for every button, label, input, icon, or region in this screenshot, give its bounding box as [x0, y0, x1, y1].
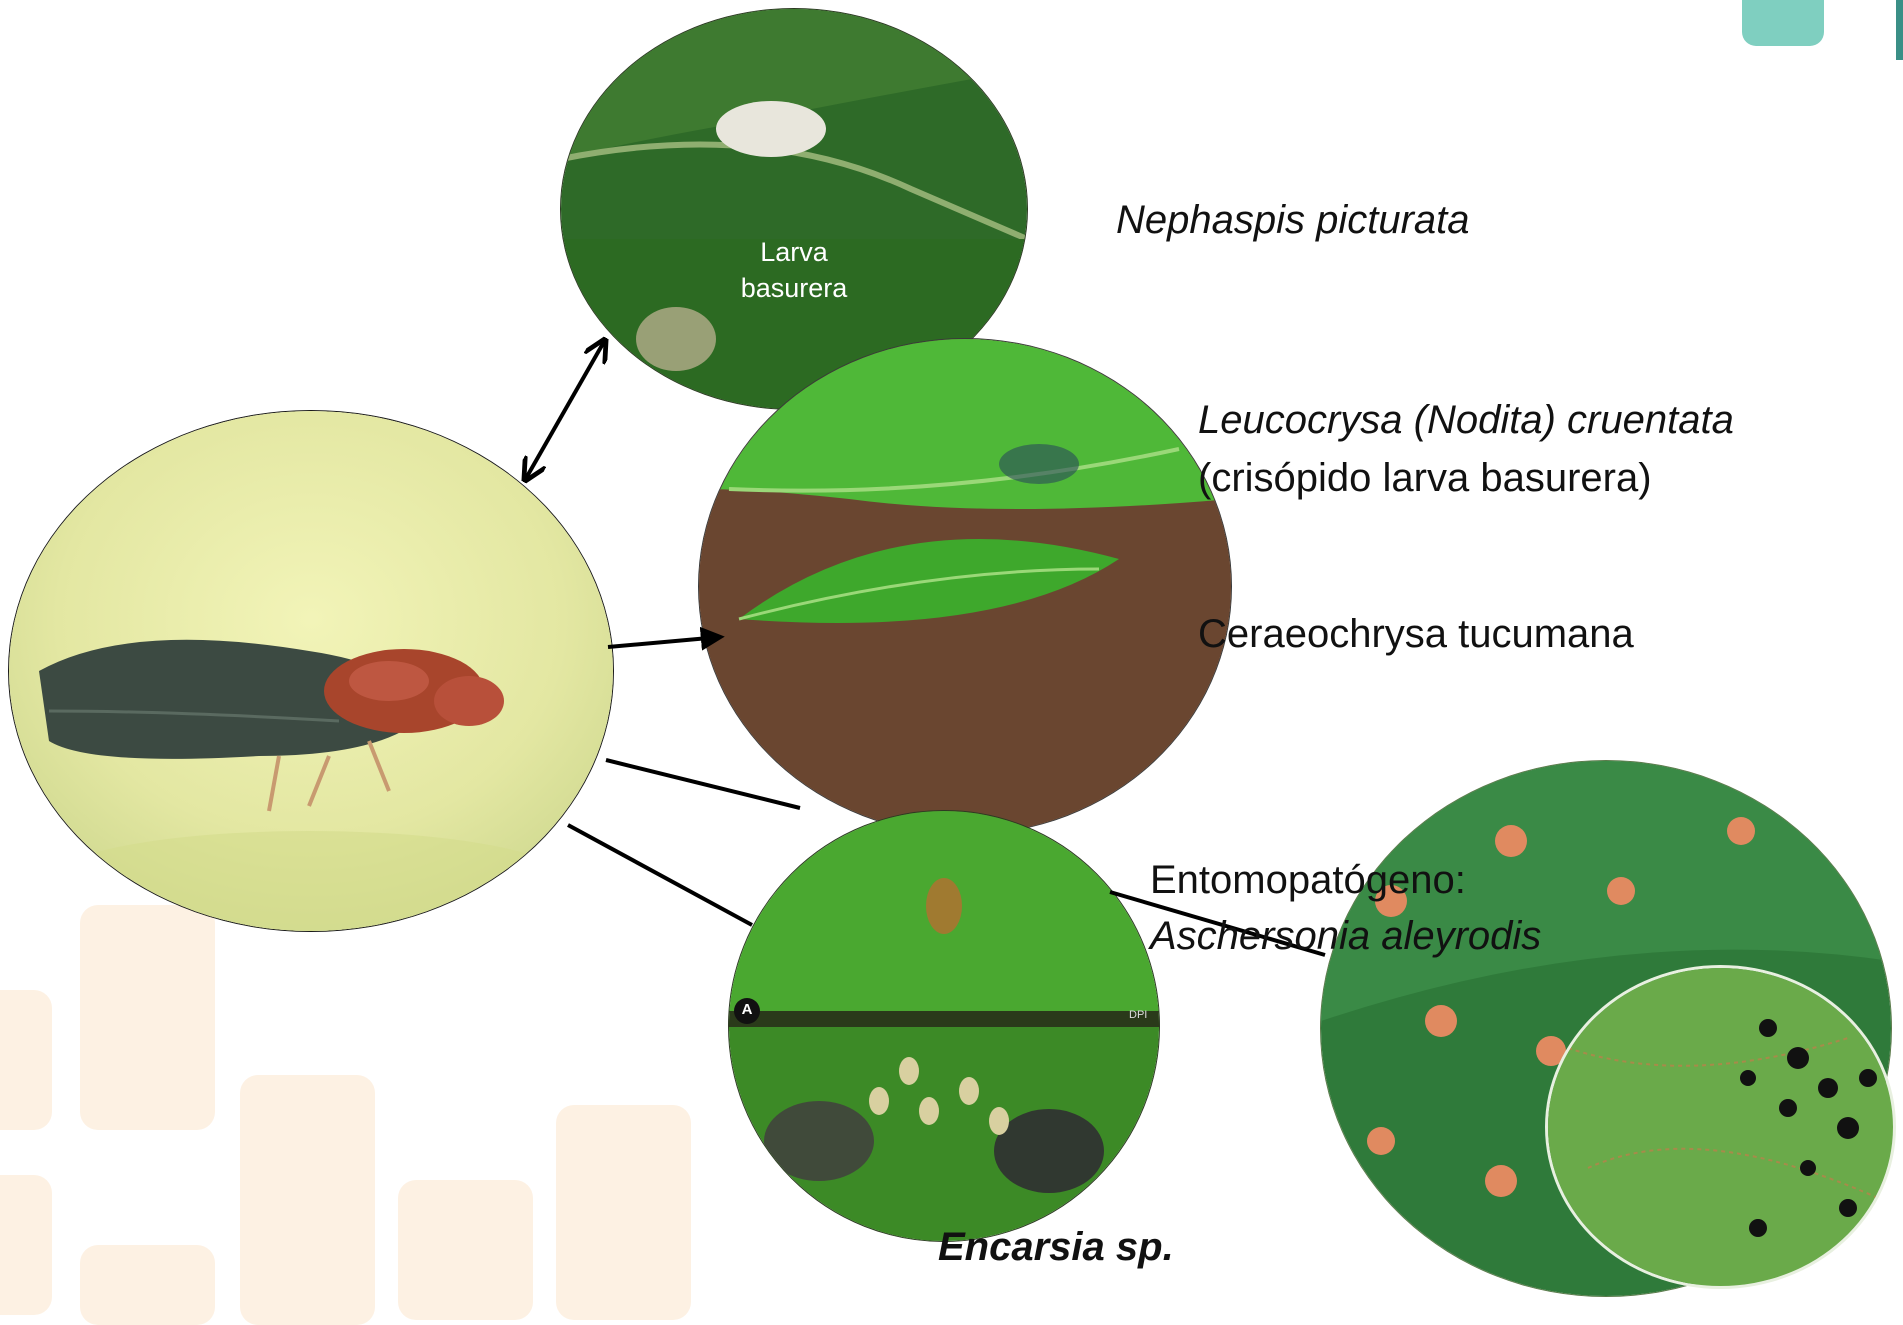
encarsia-photo: A DPI: [728, 810, 1160, 1242]
aschersonia-inset-photo: [1545, 965, 1896, 1289]
crisopido-label: (crisópido larva basurera): [1198, 456, 1652, 501]
ceraeochrysa-label: Ceraeochrysa tucumana: [1198, 612, 1634, 657]
decor-bar: [0, 990, 52, 1130]
whitefly-photo: [8, 410, 614, 932]
entomopatogeno-label: Entomopatógeno:: [1150, 858, 1466, 903]
teal-accent-edge: [1896, 0, 1903, 60]
decor-bar: [556, 1105, 691, 1320]
nephaspis-label: Nephaspis picturata: [1116, 198, 1470, 243]
decor-bar: [80, 1245, 215, 1325]
decor-bar: [398, 1180, 533, 1320]
decor-bar: [240, 1075, 375, 1325]
larva-basurera-label: Larva basurera: [561, 234, 1027, 306]
decor-bar: [80, 905, 215, 1130]
leucocrysa-label: Leucocrysa (Nodita) cruentata: [1198, 398, 1734, 443]
aschersonia-label: Aschersonia aleyrodis: [1150, 914, 1541, 959]
lacewing-eggs-photo: [698, 338, 1232, 835]
photo-watermark: DPI: [1129, 1009, 1147, 1021]
photo-marker: A: [739, 1001, 755, 1018]
teal-accent-tab: [1742, 0, 1824, 46]
encarsia-label: Encarsia sp.: [938, 1225, 1174, 1270]
decor-bar: [0, 1175, 52, 1315]
